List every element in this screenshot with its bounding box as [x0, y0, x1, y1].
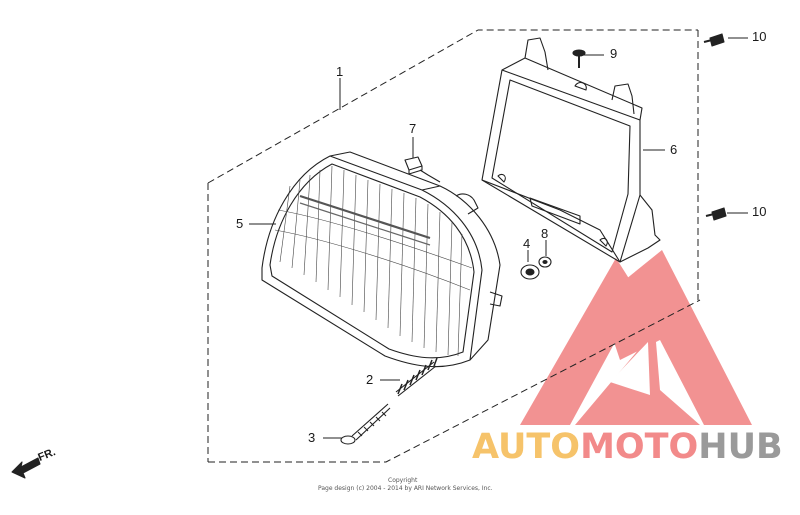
bolt-10-lower — [705, 207, 727, 221]
nut-8 — [538, 256, 552, 268]
callout-10-upper: 10 — [752, 29, 767, 44]
callout-2: 2 — [366, 372, 374, 387]
copyright-line-2: Page design (c) 2004 - 2014 by ARI Netwo… — [318, 485, 493, 492]
clip-nut — [404, 156, 423, 175]
callout-4: 4 — [523, 236, 531, 251]
callout-9: 9 — [610, 46, 618, 61]
screw-9 — [572, 49, 586, 68]
adjusting-screw-3 — [340, 403, 391, 445]
callout-6: 6 — [670, 142, 678, 157]
headlight-lens — [261, 151, 503, 368]
callout-3: 3 — [308, 430, 316, 445]
bolt-10-upper — [703, 33, 725, 47]
watermark-brand: AUTOMOTOHUB — [472, 428, 783, 466]
copyright-line-1: Copyright — [388, 477, 418, 484]
callout-1: 1 — [336, 64, 344, 79]
watermark-part-hub: HUB — [698, 427, 783, 467]
grommet-4 — [520, 264, 540, 280]
watermark-part-auto: AUTO — [472, 427, 581, 467]
callout-10-lower: 10 — [752, 204, 767, 219]
callout-7: 7 — [409, 121, 417, 136]
assembly-outline — [207, 29, 701, 463]
watermark-logo — [520, 250, 752, 425]
callout-5: 5 — [236, 216, 244, 231]
callout-8: 8 — [541, 226, 549, 241]
front-direction-arrow — [11, 457, 41, 479]
headlight-case — [481, 37, 661, 263]
spring-2 — [395, 357, 438, 397]
leader-lines — [249, 37, 748, 439]
watermark-part-moto: MOTO — [580, 427, 699, 467]
